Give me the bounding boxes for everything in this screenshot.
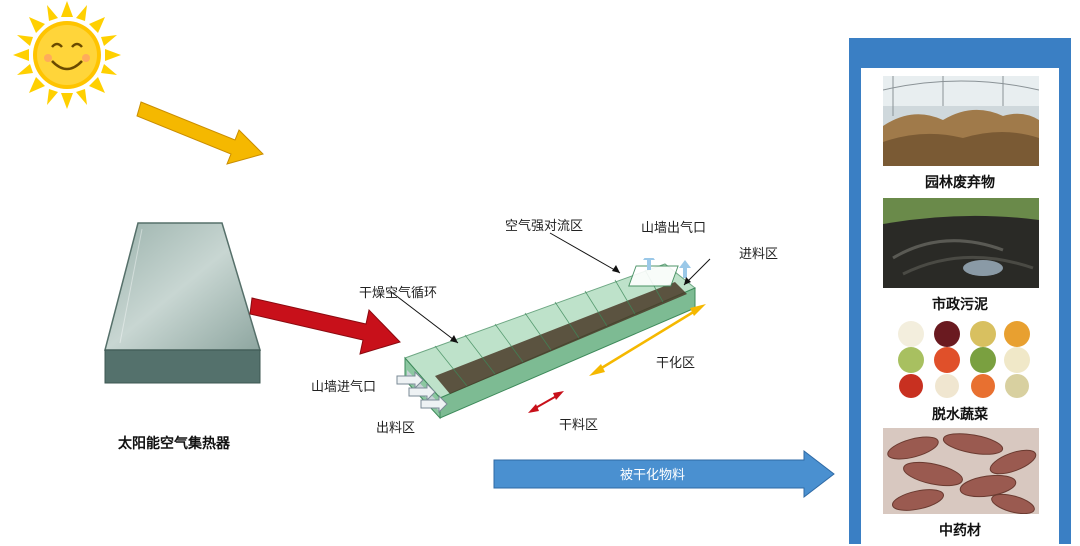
- dry-air-cycle-label: 干燥空气循环: [359, 286, 438, 301]
- material-flow-label: 被干化物料: [620, 468, 686, 483]
- hot-air-arrow: [249, 297, 401, 355]
- material-label: 中药材: [939, 523, 981, 539]
- callout-lines: [389, 232, 711, 344]
- solar-collector-icon: [104, 222, 262, 384]
- drying-zone-label: 干化区: [656, 356, 696, 371]
- sunlight-arrow: [136, 101, 264, 165]
- greenhouse-dryer-diagram: [396, 258, 696, 420]
- herbal-medicine-photo: [883, 428, 1039, 514]
- drying-zone-arrow: [589, 304, 706, 376]
- material-flow-arrow: [493, 449, 835, 499]
- material-label: 市政污泥: [932, 297, 988, 313]
- convection-zone-label: 空气强对流区: [505, 219, 584, 234]
- dry-material-arrow: [528, 391, 564, 413]
- municipal-sludge-photo: [883, 198, 1039, 288]
- sun-icon: [13, 1, 121, 109]
- garden-waste-photo: [883, 76, 1039, 166]
- material-types-panel: 园林废弃物 市政污泥 脱水蔬菜: [849, 38, 1071, 544]
- collector-label: 太阳能空气集热器: [118, 436, 230, 452]
- feed-zone-label: 进料区: [739, 247, 779, 262]
- dehydrated-vegetables-photo: [883, 320, 1039, 398]
- discharge-zone-label: 出料区: [376, 421, 416, 436]
- material-label: 脱水蔬菜: [932, 407, 988, 423]
- gable-inlet-label: 山墙进气口: [311, 380, 377, 395]
- material-types-list: 园林废弃物 市政污泥 脱水蔬菜: [861, 68, 1059, 544]
- gable-outlet-label: 山墙出气口: [641, 221, 707, 236]
- dry-material-zone-label: 干料区: [559, 418, 599, 433]
- material-label: 园林废弃物: [925, 175, 995, 191]
